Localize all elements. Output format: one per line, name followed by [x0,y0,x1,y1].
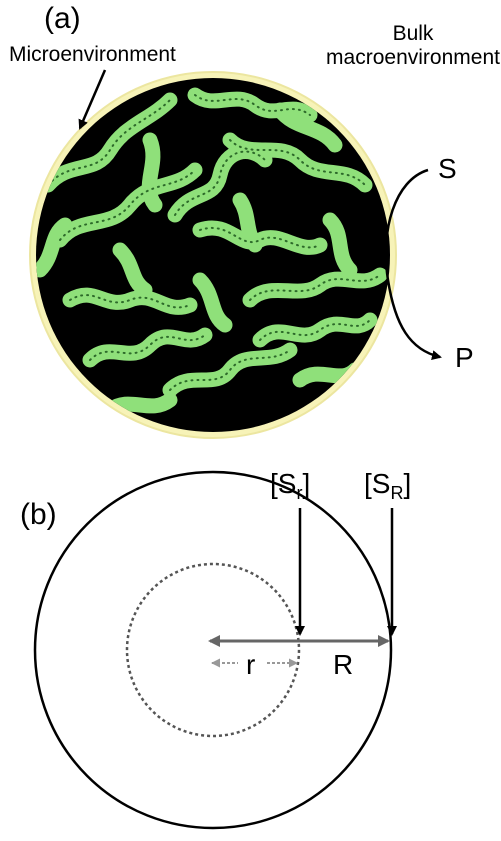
panel-a-letter: (a) [44,2,81,35]
panel-b-letter: (b) [20,498,57,531]
microenvironment-label: Microenvironment [9,43,176,66]
outer-circle [33,470,393,830]
inner-circle [125,562,301,738]
sr-label: [Sr] [270,468,311,503]
substrate-label: S [438,153,457,184]
channel-texture [47,94,381,391]
bulk-label-line1: Bulk [392,22,434,45]
r-label: r [246,649,256,680]
sr-subscript: r [296,483,303,503]
sR-close: ] [403,468,412,499]
product-label: P [455,342,474,373]
sR-label: [SR] [364,468,412,503]
sr-close: ] [302,468,311,499]
sR-subscript: R [390,483,404,503]
sR-open: [S [364,468,391,499]
R-label: R [333,649,354,680]
bulk-label-line2: macroenvironment [326,46,500,69]
sr-open: [S [270,468,297,499]
bulk-label: Bulk macroenvironment [322,23,501,68]
microenvironment-arrow [78,69,107,130]
reaction-arrow [384,168,442,361]
